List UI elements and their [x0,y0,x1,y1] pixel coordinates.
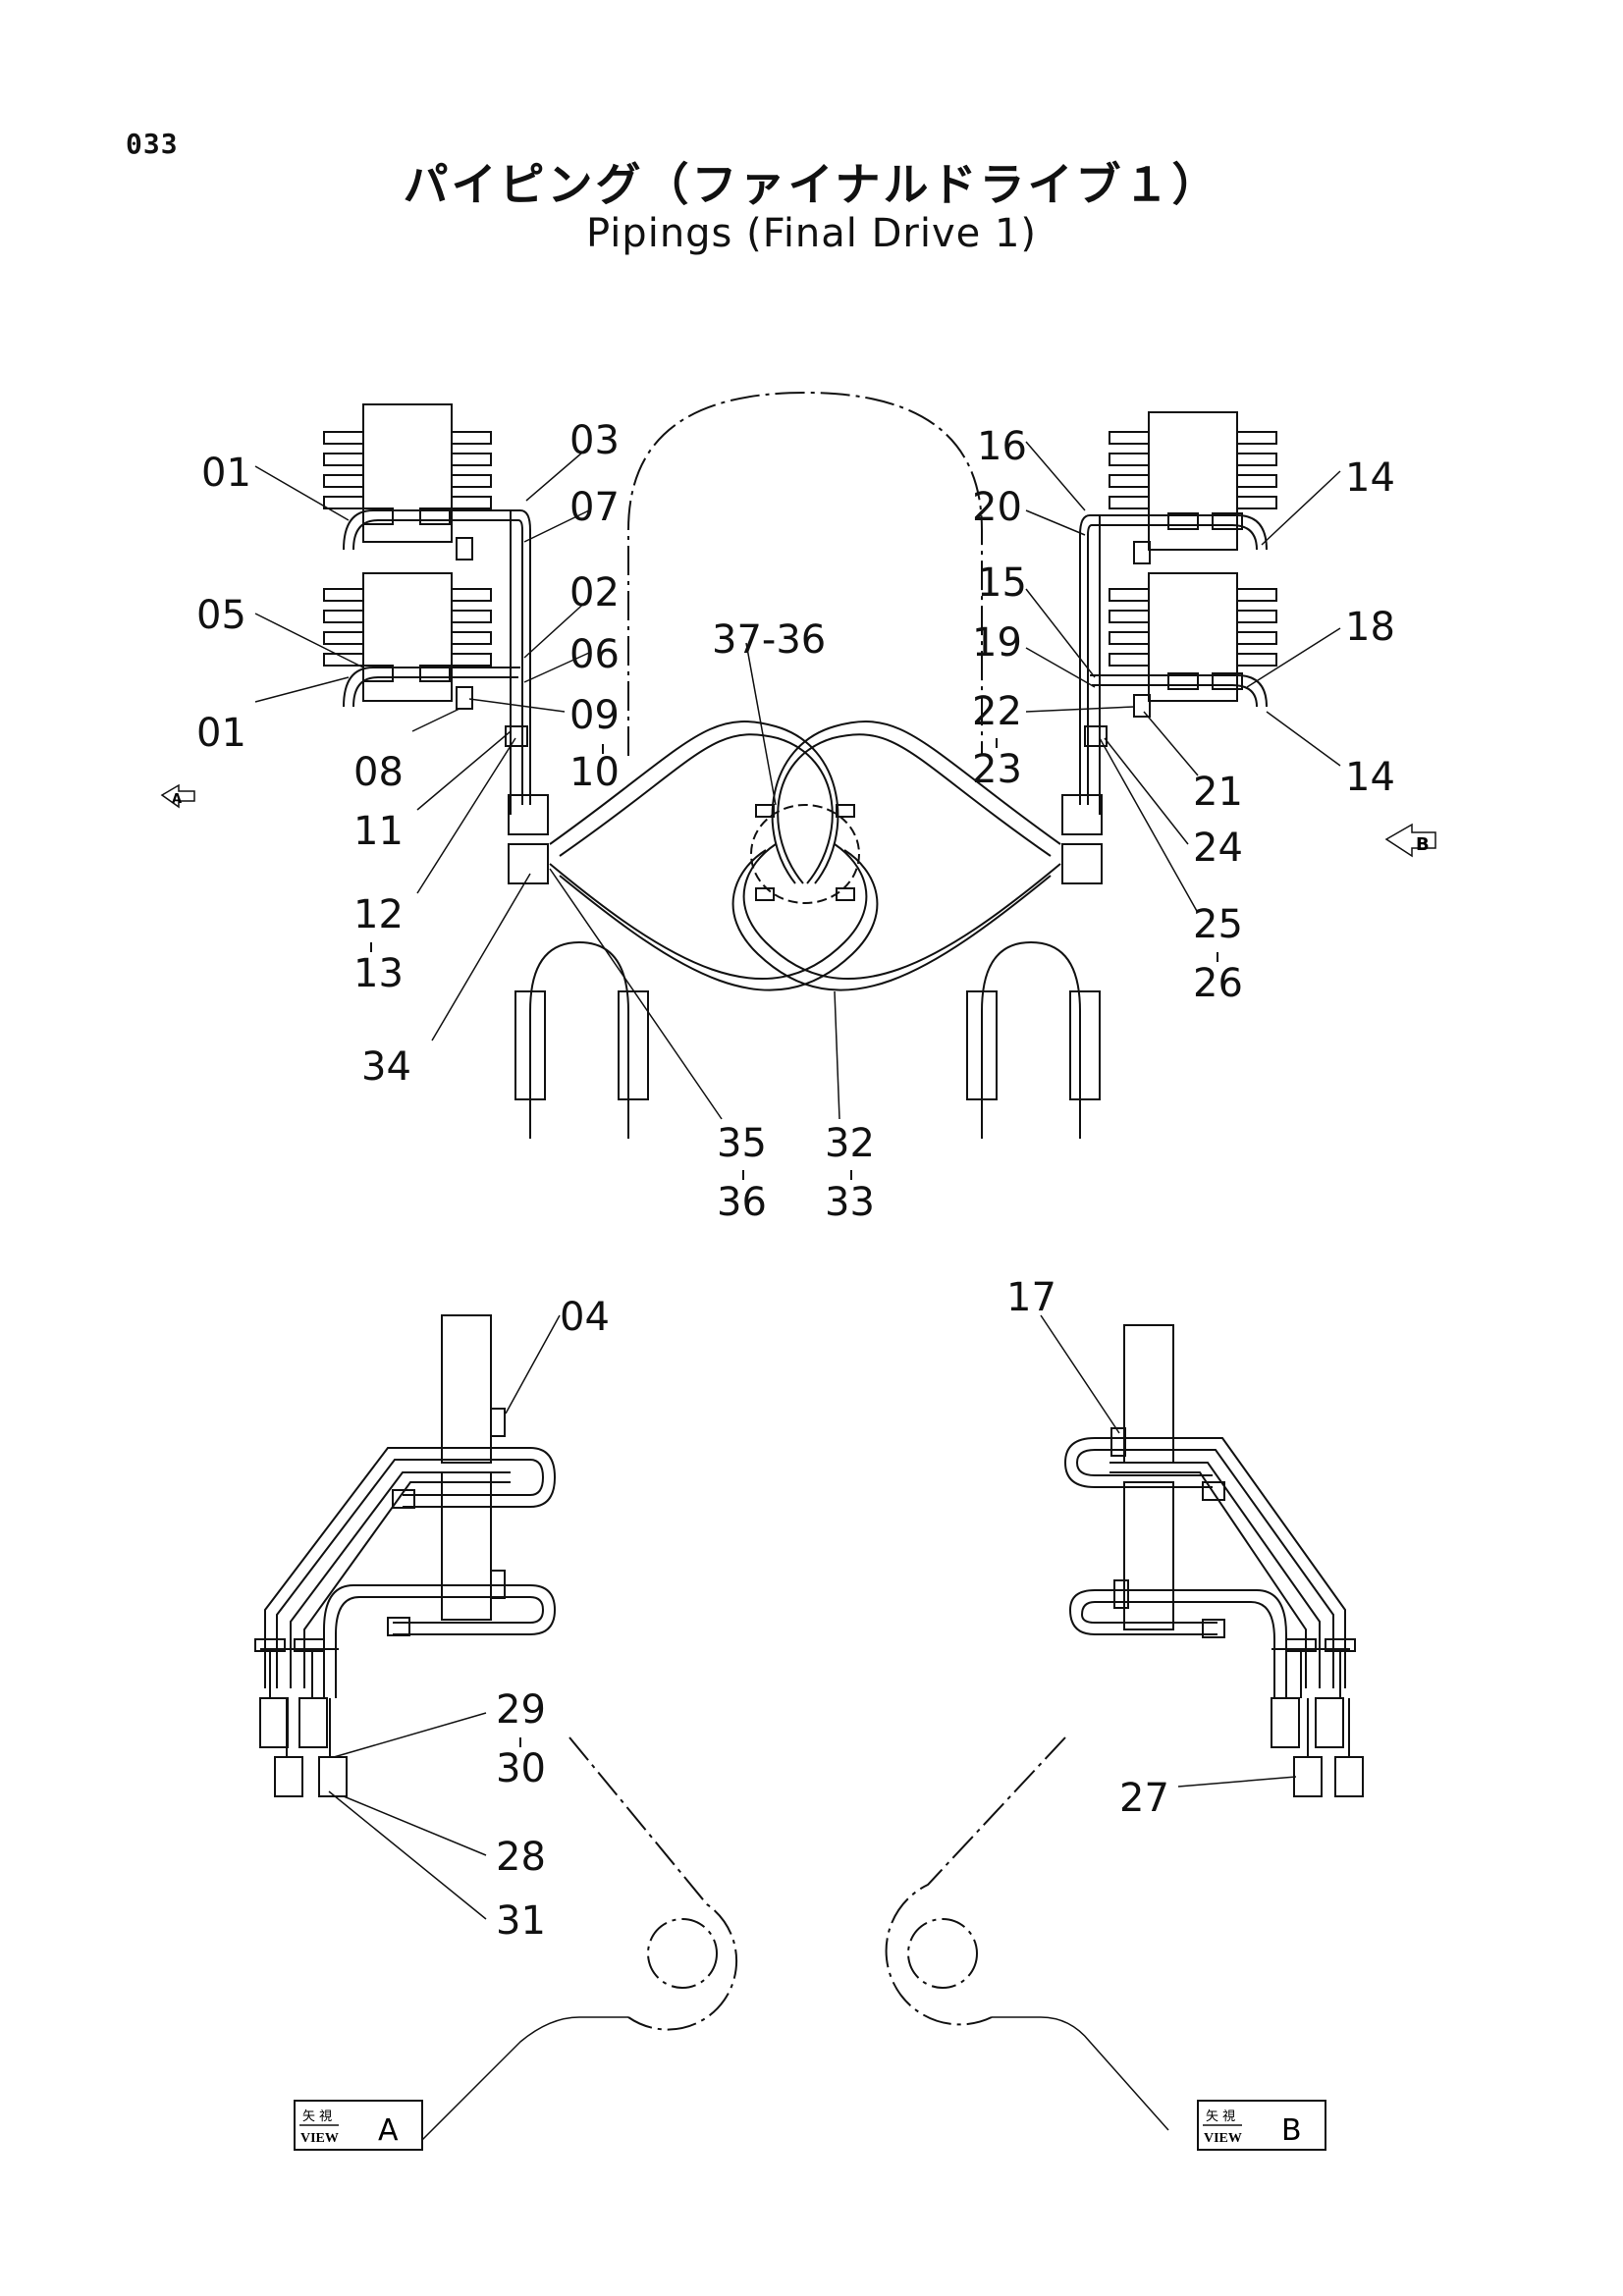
center-swivel [750,804,860,904]
callout-03: 03 [569,418,620,463]
callout-22: 22 [972,689,1022,734]
view-a-hoses [254,1408,557,1797]
view-b-boom-upper [1123,1324,1174,1464]
callout-30: 30 [496,1746,546,1791]
crossing-hose-1 [549,721,839,884]
callout-02: 02 [569,570,620,615]
callout-34: 34 [361,1044,411,1090]
callout-01: 01 [201,451,251,496]
view-b-letter: B [1281,2113,1302,2148]
left-valve-block [508,794,549,835]
callout-37-36: 37-36 [712,617,826,663]
callout-12: 12 [353,892,404,937]
right-lower-motor [1109,572,1277,702]
callout-01-lower: 01 [196,711,246,756]
callout-32: 32 [825,1121,875,1166]
callout-18: 18 [1345,605,1395,650]
callout-10: 10 [569,750,620,795]
view-a-letter: A [378,2113,399,2148]
left-lower-motor [323,572,492,702]
view-b-marker: B [1416,834,1430,855]
view-a-boom-upper [441,1314,492,1464]
callout-26: 26 [1193,961,1243,1006]
callout-21: 21 [1193,770,1243,815]
left-lower-hose [343,667,520,708]
callout-36: 36 [717,1180,767,1225]
view-a-sprocket [647,1918,718,1989]
view-a-marker: A [172,792,182,807]
leader-lines-upper [254,441,1341,1120]
callout-16: 16 [977,424,1027,469]
callout-23: 23 [972,747,1022,792]
callout-08: 08 [353,750,404,795]
view-a-label-box [294,2100,423,2151]
view-a-kanji: 矢 視 [302,2109,332,2124]
view-b-sprocket [907,1918,978,1989]
callout-29: 29 [496,1687,546,1733]
callout-20: 20 [972,485,1022,530]
view-b-kanji: 矢 視 [1206,2109,1235,2124]
callout-13: 13 [353,951,404,996]
right-upper-motor [1109,411,1277,551]
callout-09: 09 [569,693,620,738]
view-b-label-box [1197,2100,1326,2151]
view-a-arrow [160,783,195,809]
callout-17: 17 [1006,1275,1056,1320]
left-upper-hose [343,509,531,805]
callout-35: 35 [717,1121,767,1166]
callout-19: 19 [972,620,1022,666]
right-valve-block [1061,794,1103,835]
callout-15: 15 [977,561,1027,606]
view-b-arrow [1384,823,1436,858]
callout-04: 04 [560,1295,610,1340]
callout-33: 33 [825,1180,875,1225]
callout-24: 24 [1193,826,1243,871]
callout-11: 11 [353,809,404,854]
view-a-sprocket-arm [568,1736,738,2031]
left-track-frame [529,940,629,1139]
callout-14-upper: 14 [1345,455,1395,501]
view-b-view-word: VIEW [1204,2131,1242,2146]
callout-28: 28 [496,1835,546,1880]
callout-05: 05 [196,593,246,638]
boom-outline [627,391,983,756]
callout-25: 25 [1193,902,1243,947]
title-english: Pipings (Final Drive 1) [585,211,1038,256]
view-b-hoses [1063,1427,1364,1797]
right-lower-hose [1090,674,1268,708]
callout-06: 06 [569,632,620,677]
callout-07: 07 [569,485,620,530]
callout-14-lower: 14 [1345,755,1395,800]
page-number: 033 [126,128,179,160]
callout-27: 27 [1119,1776,1169,1821]
view-b-sprocket-arm [885,1736,1066,2026]
crossing-hose-2 [549,843,868,980]
crossing-hose-4 [742,843,1061,980]
left-upper-motor [323,403,492,543]
callout-31: 31 [496,1898,546,1944]
title-japanese: パイピング（ファイナルドライブ１） [403,158,1220,211]
crossing-hose-3 [771,721,1061,884]
right-track-frame [981,940,1081,1139]
right-upper-hose [1079,514,1268,805]
view-a-view-word: VIEW [300,2131,339,2146]
